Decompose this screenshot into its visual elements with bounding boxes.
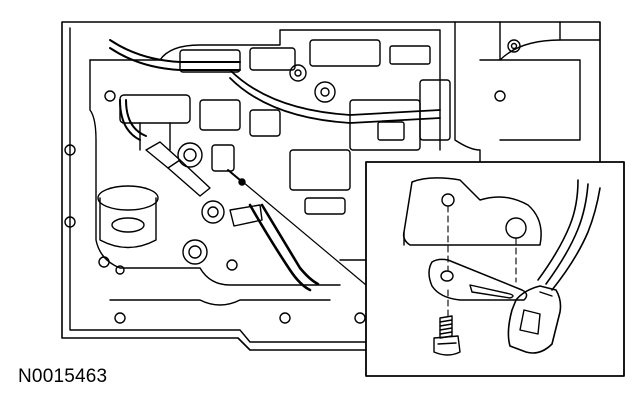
figure-reference-number: N0015463 xyxy=(18,366,108,387)
bracket-icon xyxy=(402,177,542,246)
connector-icon xyxy=(507,179,601,354)
valve-body-illustration xyxy=(61,21,601,351)
sensor-detail-icon xyxy=(242,161,625,377)
bolt-icon xyxy=(433,315,461,356)
